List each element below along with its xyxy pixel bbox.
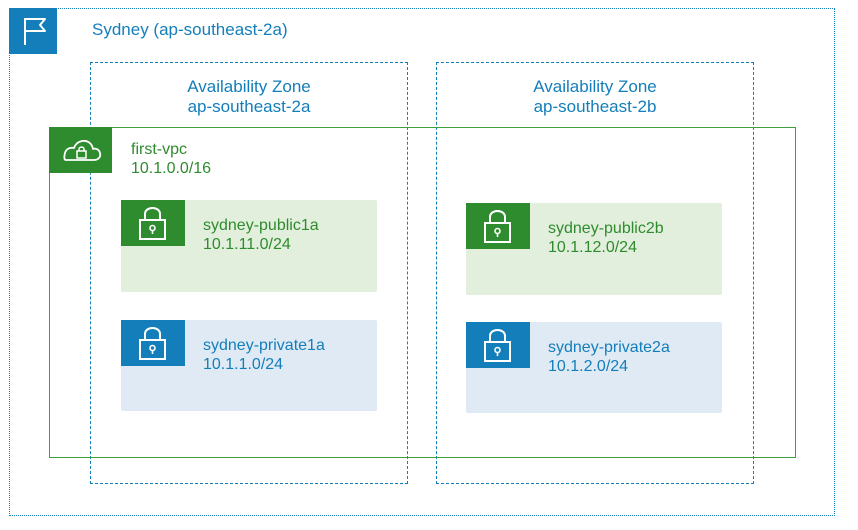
vpc-boundary [49, 127, 796, 458]
subnet-private1a: sydney-private1a 10.1.1.0/24 [121, 320, 377, 411]
vpc-name: first-vpc [131, 141, 187, 158]
az-id: ap-southeast-2b [533, 97, 657, 116]
subnet-name: sydney-private1a [203, 337, 325, 354]
cloud-lock-icon [63, 139, 102, 161]
subnet-private2a: sydney-private2a 10.1.2.0/24 [466, 322, 722, 413]
subnet-cidr: 10.1.1.0/24 [203, 356, 284, 373]
subnet-name: sydney-public1a [203, 217, 319, 234]
lock-icon [484, 210, 511, 243]
region-boundary [9, 8, 835, 516]
subnet-lock-box [466, 203, 530, 249]
region-flag-box [9, 8, 57, 54]
subnet-lock-box [121, 320, 185, 366]
subnet-public1a: sydney-public1a 10.1.11.0/24 [121, 200, 377, 292]
subnet-lock-box [121, 200, 185, 246]
az-title: Availability Zone [187, 77, 311, 96]
subnet-name: sydney-public2b [548, 220, 664, 237]
availability-zone-a: Availability Zone ap-southeast-2a [90, 62, 408, 484]
az-label-a: Availability Zone ap-southeast-2a [91, 77, 407, 117]
vpc-icon-box [49, 127, 112, 173]
lock-icon [139, 207, 166, 240]
vpc-cidr: 10.1.0.0/16 [131, 160, 212, 177]
flag-icon [24, 18, 46, 45]
availability-zone-b: Availability Zone ap-southeast-2b [436, 62, 754, 484]
subnet-cidr: 10.1.11.0/24 [203, 236, 291, 253]
region-label: Sydney (ap-southeast-2a) [92, 20, 288, 39]
subnet-lock-box [466, 322, 530, 368]
lock-icon [484, 329, 511, 362]
subnet-cidr: 10.1.2.0/24 [548, 358, 629, 375]
az-id: ap-southeast-2a [187, 97, 311, 116]
az-title: Availability Zone [533, 77, 657, 96]
az-label-b: Availability Zone ap-southeast-2b [437, 77, 753, 117]
lock-icon [139, 327, 166, 360]
subnet-name: sydney-private2a [548, 339, 670, 356]
subnet-public2b: sydney-public2b 10.1.12.0/24 [466, 203, 722, 295]
subnet-cidr: 10.1.12.0/24 [548, 239, 637, 256]
